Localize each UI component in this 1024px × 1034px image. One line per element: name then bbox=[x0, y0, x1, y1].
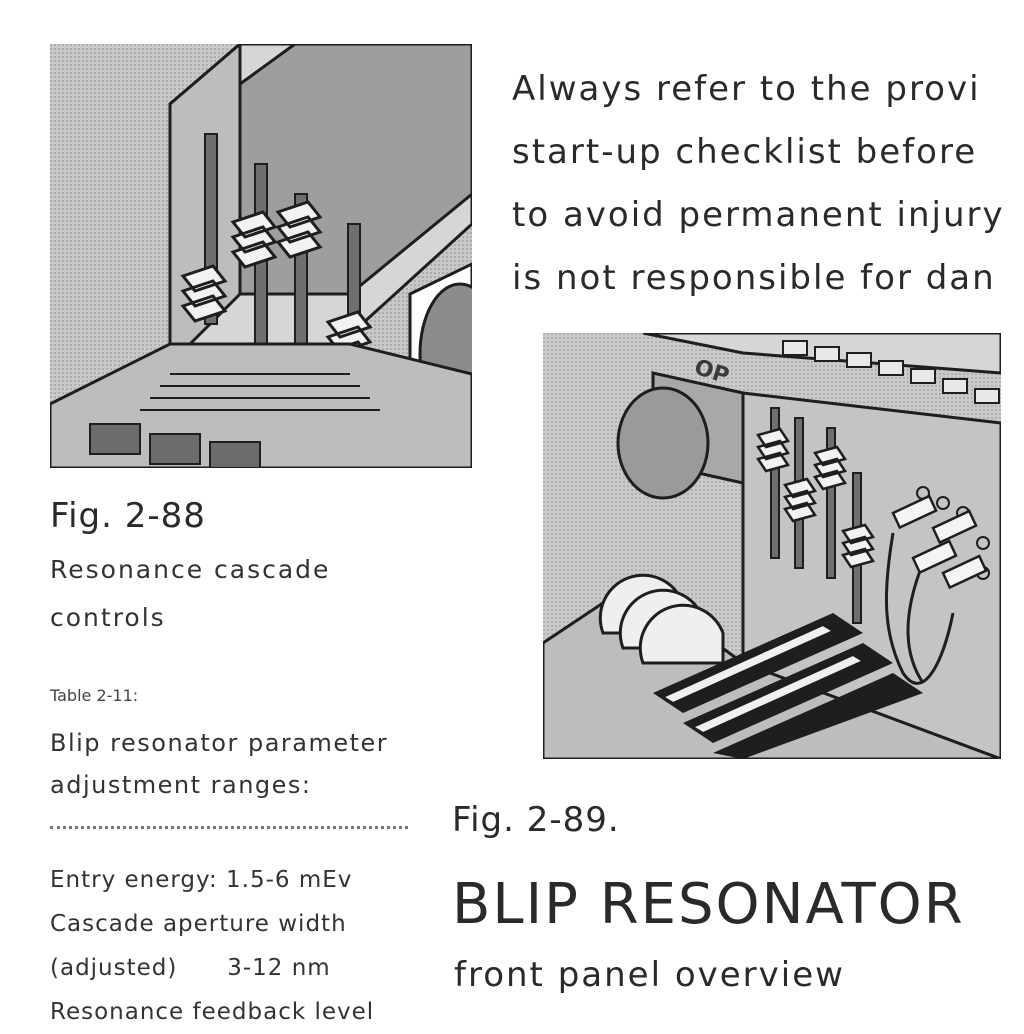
table-row: Resonance feedback level bbox=[50, 999, 375, 1025]
table-row: (adjusted) 3-12 nm bbox=[50, 955, 331, 981]
table-title-line: adjustment ranges: bbox=[50, 771, 312, 799]
table-divider bbox=[50, 826, 408, 829]
figure-2-88-caption-line: Resonance cascade bbox=[50, 555, 331, 584]
warning-line: start-up checklist before bbox=[512, 132, 978, 172]
figure-2-89-title: Fig. 2-89. bbox=[452, 800, 620, 840]
front-panel-drawing: OP bbox=[543, 333, 1001, 759]
figure-2-88-title: Fig. 2-88 bbox=[50, 496, 206, 536]
resonance-cascade-controls-drawing bbox=[50, 44, 472, 468]
table-title-line: Blip resonator parameter bbox=[50, 729, 389, 757]
figure-2-88-caption-line: controls bbox=[50, 603, 166, 632]
table-rows: Entry energy: 1.5-6 mEv Cascade aperture… bbox=[50, 858, 374, 1034]
figure-2-88-caption: Resonance cascade controls bbox=[50, 546, 330, 642]
warning-line: to avoid permanent injury bbox=[512, 195, 1005, 235]
warning-paragraph: Always refer to the provi start-up check… bbox=[512, 58, 1005, 310]
table-title: Blip resonator parameter adjustment rang… bbox=[50, 722, 388, 806]
table-row: Cascade aperture width bbox=[50, 911, 347, 937]
warning-line: is not responsible for dan bbox=[512, 258, 996, 298]
table-row: Entry energy: 1.5-6 mEv bbox=[50, 867, 353, 893]
page-subtitle: front panel overview bbox=[454, 955, 845, 995]
figure-2-89-illustration: OP bbox=[543, 333, 1001, 759]
page-title: BLIP RESONATOR bbox=[452, 872, 965, 937]
table-label: Table 2-11: bbox=[50, 686, 139, 705]
warning-line: Always refer to the provi bbox=[512, 69, 981, 109]
figure-2-88-illustration bbox=[50, 44, 472, 468]
